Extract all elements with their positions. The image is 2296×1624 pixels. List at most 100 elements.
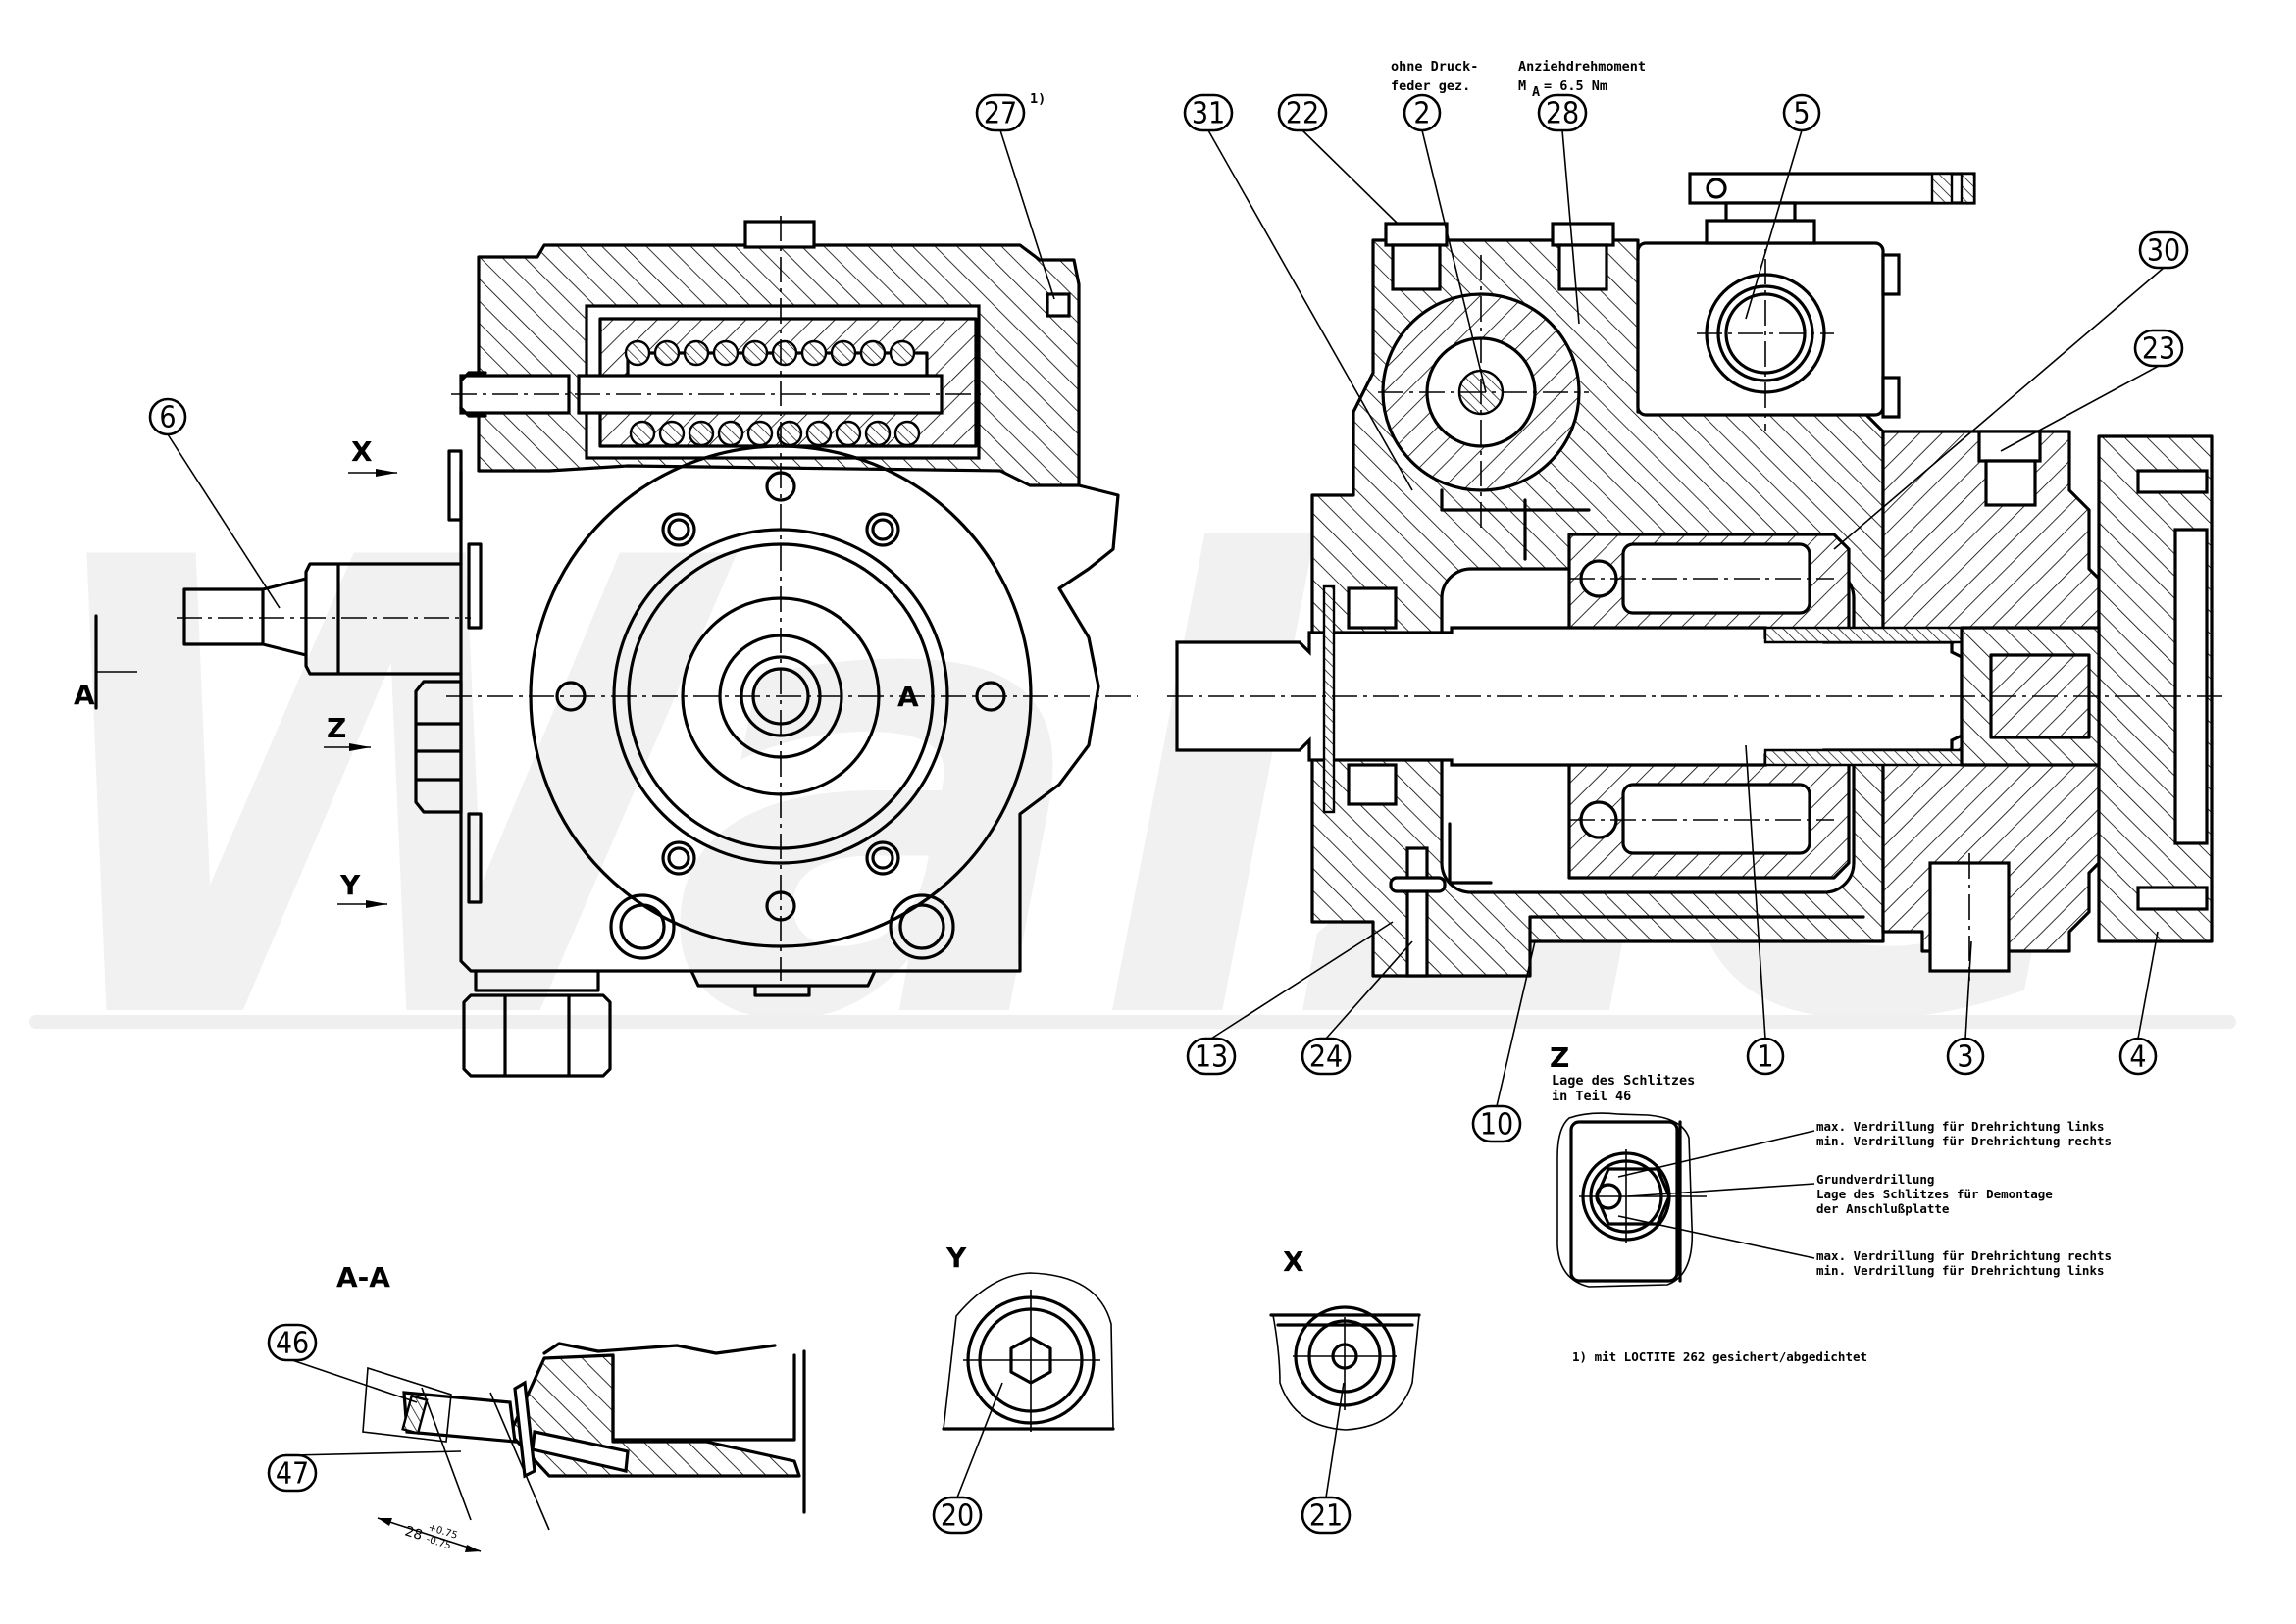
callout-balloon bbox=[2118, 1037, 2158, 1076]
callout-24: 24 bbox=[1301, 940, 1413, 1076]
callout-leader bbox=[291, 1450, 462, 1456]
callout-leader bbox=[1964, 940, 1972, 1040]
valve-side-plug-2 bbox=[1881, 376, 1901, 419]
flange-bolt-holes bbox=[555, 471, 1006, 922]
side-bosses bbox=[467, 542, 483, 904]
pump-body-outline bbox=[459, 469, 1120, 973]
callout-balloon bbox=[1471, 1104, 1522, 1143]
callout-13: 13 bbox=[1186, 921, 1394, 1076]
callout-balloon bbox=[2133, 329, 2184, 368]
bottom-boss bbox=[689, 969, 877, 997]
part-46-collar bbox=[513, 1380, 536, 1479]
plug-27 bbox=[1046, 292, 1071, 318]
callout-balloon bbox=[1746, 1037, 1785, 1076]
view-x-outline bbox=[1272, 1314, 1420, 1431]
callout-balloon bbox=[975, 93, 1026, 132]
callout-46: 46 bbox=[267, 1323, 418, 1403]
watermark-underline bbox=[29, 1015, 2236, 1029]
end-cover-screw-bottom bbox=[2136, 886, 2209, 911]
callout-leader bbox=[999, 129, 1055, 300]
view-y-label: Y bbox=[945, 1242, 967, 1274]
callout-20: 20 bbox=[932, 1382, 1003, 1535]
bolt-22 bbox=[1391, 243, 1442, 291]
callout-28: 28 bbox=[1537, 93, 1588, 325]
spring-coils-bottom bbox=[629, 420, 921, 447]
footnote: 1) mit LOCTITE 262 gesichert/abgedichtet bbox=[1572, 1349, 1867, 1364]
valve-side-plug-1 bbox=[1881, 253, 1901, 296]
callout-leader bbox=[1210, 921, 1394, 1040]
lever-hub bbox=[1724, 201, 1797, 223]
lever-base bbox=[1705, 219, 1816, 245]
view-x-label: X bbox=[1283, 1245, 1304, 1278]
lever-arm bbox=[1688, 172, 1976, 205]
callout-number: 47 bbox=[276, 1457, 309, 1492]
shaft-bearing-top bbox=[1347, 586, 1398, 630]
callout-21: 21 bbox=[1301, 1382, 1352, 1535]
section-view bbox=[1167, 172, 2226, 981]
part-2-note-line-2: feder gez. bbox=[1391, 78, 1470, 94]
svg-text:X: X bbox=[351, 435, 373, 468]
callout-balloon bbox=[148, 397, 187, 436]
front-view: A A X Z Y bbox=[74, 216, 1138, 1078]
callout-balloon bbox=[1277, 93, 1328, 132]
z-leader-upper bbox=[1617, 1130, 1815, 1178]
shaft-bearing-bottom bbox=[1347, 763, 1398, 806]
callout-balloon bbox=[1301, 1496, 1352, 1535]
view-arrow-x: X bbox=[348, 435, 397, 477]
callout-leader bbox=[1496, 940, 1536, 1107]
plug-23 bbox=[1984, 459, 2037, 507]
callout-6: 6 bbox=[148, 397, 281, 609]
callout-leader bbox=[2137, 931, 2159, 1040]
section-aa-projection-lines bbox=[362, 1366, 550, 1531]
callout-balloon bbox=[1403, 93, 1442, 132]
annotation-part-2: ohne Druck- feder gez. bbox=[1391, 59, 1478, 94]
housing-top-boss bbox=[743, 220, 816, 249]
callout-number: 23 bbox=[2142, 332, 2175, 367]
callout-2: 2 bbox=[1403, 93, 1487, 393]
coupling-sleeve bbox=[1960, 626, 2101, 767]
fitting-6 bbox=[182, 562, 463, 676]
view-z-caption-2: in Teil 46 bbox=[1552, 1089, 1631, 1104]
section-aa-housing bbox=[508, 1353, 801, 1478]
bolt-28-head bbox=[1551, 222, 1615, 247]
z-note-middle-2: Lage des Schlitzes für Demontage bbox=[1816, 1187, 2053, 1201]
callout-22: 22 bbox=[1277, 93, 1399, 225]
cradle-bearing-pins bbox=[1440, 488, 1591, 561]
bottom-hex-fitting bbox=[462, 969, 612, 1078]
return-line bbox=[1448, 822, 1493, 885]
callout-leader bbox=[1325, 940, 1413, 1040]
callout-leader bbox=[1745, 744, 1766, 1040]
bolt-22-head bbox=[1384, 222, 1449, 247]
view-y: Y bbox=[942, 1242, 1115, 1432]
callout-number: 31 bbox=[1192, 97, 1225, 131]
shaft-seal-ring bbox=[1322, 584, 1336, 814]
part-28-note-line-1: Anziehdrehmoment bbox=[1518, 59, 1646, 75]
callout-leader bbox=[1301, 129, 1399, 225]
callout-balloon bbox=[1946, 1037, 1985, 1076]
view-z-label: Z bbox=[1550, 1041, 1569, 1074]
callout-leader bbox=[1833, 267, 2165, 550]
z-note-lower-1: max. Verdrillung für Drehrichtung rechts bbox=[1816, 1248, 2112, 1263]
callout-number: 2 bbox=[1413, 97, 1430, 131]
callout-balloon bbox=[1301, 1037, 1352, 1076]
callout-balloon bbox=[1183, 93, 1234, 132]
callout-number: 13 bbox=[1195, 1040, 1228, 1075]
pin-13 bbox=[1389, 876, 1447, 893]
z-note-upper-2: min. Verdrillung für Drehrichtung rechts bbox=[1816, 1134, 2112, 1148]
view-y-outline bbox=[943, 1272, 1114, 1430]
callout-balloon bbox=[1186, 1037, 1237, 1076]
callout-number: 28 bbox=[1546, 97, 1579, 131]
lever-end-section bbox=[1930, 172, 1976, 205]
callout-balloon bbox=[267, 1453, 318, 1493]
upper-plug bbox=[447, 449, 463, 522]
callout-footnote-mark: 1) bbox=[1030, 91, 1046, 107]
part-2-note-line-1: ohne Druck- bbox=[1391, 59, 1478, 75]
torque-value: = 6.5 Nm bbox=[1544, 78, 1607, 94]
pin-24 bbox=[1405, 846, 1429, 978]
section-aa-label: A-A bbox=[336, 1261, 390, 1294]
svg-text:Y: Y bbox=[339, 869, 361, 901]
dimension-28: 28 +0.75 -0.75 bbox=[377, 1517, 482, 1552]
callout-number: 20 bbox=[941, 1499, 974, 1534]
